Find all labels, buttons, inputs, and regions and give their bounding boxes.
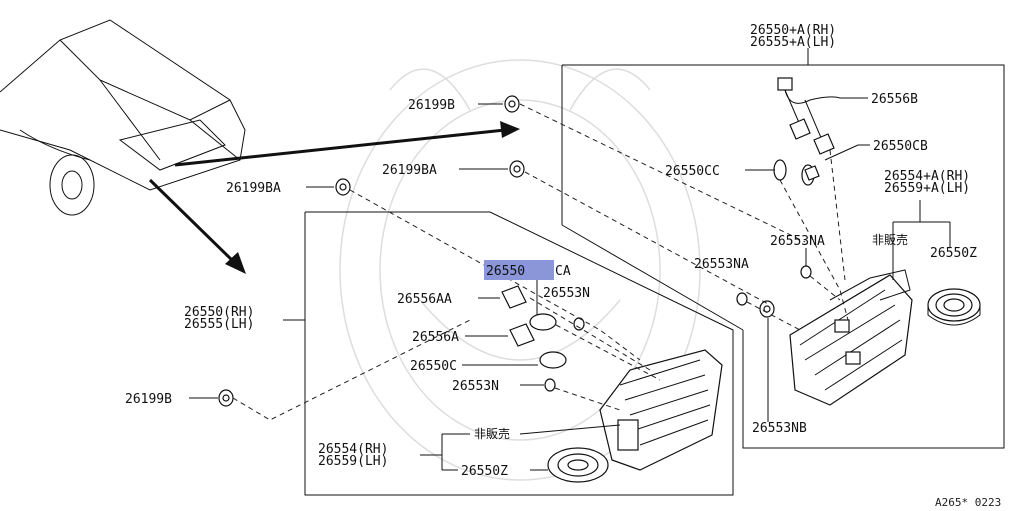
- label-grommet-b-left[interactable]: 26199B: [125, 392, 172, 407]
- label-lens-lh[interactable]: 26559(LH): [318, 454, 388, 469]
- label-grommet-top[interactable]: 26199B: [408, 98, 455, 113]
- upper-assembly-frame: [561, 48, 1005, 449]
- tail-lamp-upper-icon: [789, 269, 913, 406]
- label-bulb-cc[interactable]: 26550CC: [665, 164, 720, 179]
- arrow-to-upper-box: [174, 121, 520, 167]
- label-lens-lh-top[interactable]: 26559+A(LH): [884, 181, 970, 196]
- highlight-box: [484, 260, 554, 280]
- label-grommet-ba-mid[interactable]: 26199BA: [382, 163, 437, 178]
- label-not-for-sale-top: 非販売: [872, 232, 908, 247]
- bulb-icon: [773, 159, 820, 186]
- label-nut-na-2[interactable]: 26553NA: [694, 257, 749, 272]
- label-grommet-ba-left[interactable]: 26199BA: [226, 181, 281, 196]
- label-rear-combo-rh[interactable]: 26550(RH): [184, 305, 254, 320]
- label-not-for-sale-bottom: 非販売: [474, 426, 510, 441]
- seal-upper-icon: [927, 288, 981, 326]
- label-seal-z[interactable]: 26550Z: [461, 464, 508, 479]
- lower-assembly-frame: [283, 211, 734, 496]
- label-harness[interactable]: 26556B: [871, 92, 918, 107]
- socket-icon: [501, 285, 535, 347]
- label-nut-na-1[interactable]: 26553NA: [770, 234, 825, 249]
- label-rear-combo-rh-top[interactable]: 26550+A(RH): [750, 23, 836, 38]
- tail-lamp-lower-icon: [599, 349, 723, 471]
- label-rear-combo-lh[interactable]: 26555(LH): [184, 317, 254, 332]
- car-rear-illustration: [0, 19, 246, 216]
- label-highlighted-part-suffix[interactable]: CA: [555, 264, 571, 279]
- seal-lower-icon: [547, 447, 609, 483]
- bulb-icon: [529, 313, 567, 369]
- arrow-to-lower-box: [148, 178, 246, 274]
- label-lens-rh[interactable]: 26554(RH): [318, 442, 388, 457]
- label-highlighted-part-prefix[interactable]: 26550: [486, 264, 525, 279]
- assembly-guides: [232, 103, 849, 421]
- label-nut-n-1[interactable]: 26553N: [543, 286, 590, 301]
- label-socket-a[interactable]: 26556A: [412, 330, 459, 345]
- label-nut-nb[interactable]: 26553NB: [752, 421, 807, 436]
- label-lens-rh-top[interactable]: 26554+A(RH): [884, 169, 970, 184]
- label-seal-z-top[interactable]: 26550Z: [930, 246, 977, 261]
- label-socket-cb[interactable]: 26550CB: [873, 139, 928, 154]
- label-bulb-c[interactable]: 26550C: [410, 359, 457, 374]
- label-socket-aa[interactable]: 26556AA: [397, 292, 452, 307]
- label-rear-combo-lh-top[interactable]: 26555+A(LH): [750, 35, 836, 50]
- diagram-code: A265* 0223: [935, 496, 1001, 509]
- harness-icon: [777, 77, 841, 155]
- grommet-icon: [218, 95, 525, 407]
- leader-lines: [189, 97, 951, 471]
- label-nut-n-2[interactable]: 26553N: [452, 379, 499, 394]
- part-labels: 26550+A(RH) 26555+A(LH) 26199B 26556B 26…: [125, 23, 1001, 509]
